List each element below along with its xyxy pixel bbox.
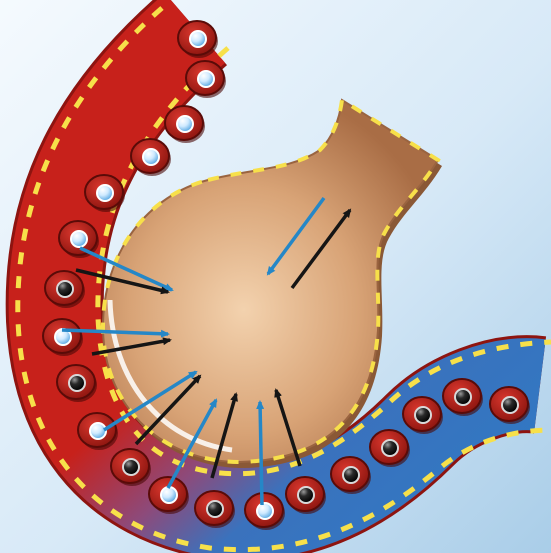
oxygen-molecule [97, 185, 113, 201]
carbon-dioxide-molecule [69, 375, 85, 391]
carbon-dioxide-molecule [455, 389, 471, 405]
oxygen-molecule [190, 31, 206, 47]
carbon-dioxide-molecule [415, 407, 431, 423]
carbon-dioxide-molecule [207, 501, 223, 517]
carbon-dioxide-molecule [502, 397, 518, 413]
carbon-dioxide-molecule [123, 459, 139, 475]
oxygen-molecule [143, 149, 159, 165]
oxygen-molecule [177, 116, 193, 132]
carbon-dioxide-molecule [343, 467, 359, 483]
carbon-dioxide-molecule [57, 281, 73, 297]
oxygen-molecule [257, 503, 273, 519]
carbon-dioxide-molecule [382, 440, 398, 456]
oxygen-molecule [161, 487, 177, 503]
oxygen-molecule [90, 423, 106, 439]
oxygen-diffusion-arrow [260, 402, 262, 505]
oxygen-molecule [198, 71, 214, 87]
oxygen-molecule [71, 231, 87, 247]
carbon-dioxide-molecule [298, 487, 314, 503]
